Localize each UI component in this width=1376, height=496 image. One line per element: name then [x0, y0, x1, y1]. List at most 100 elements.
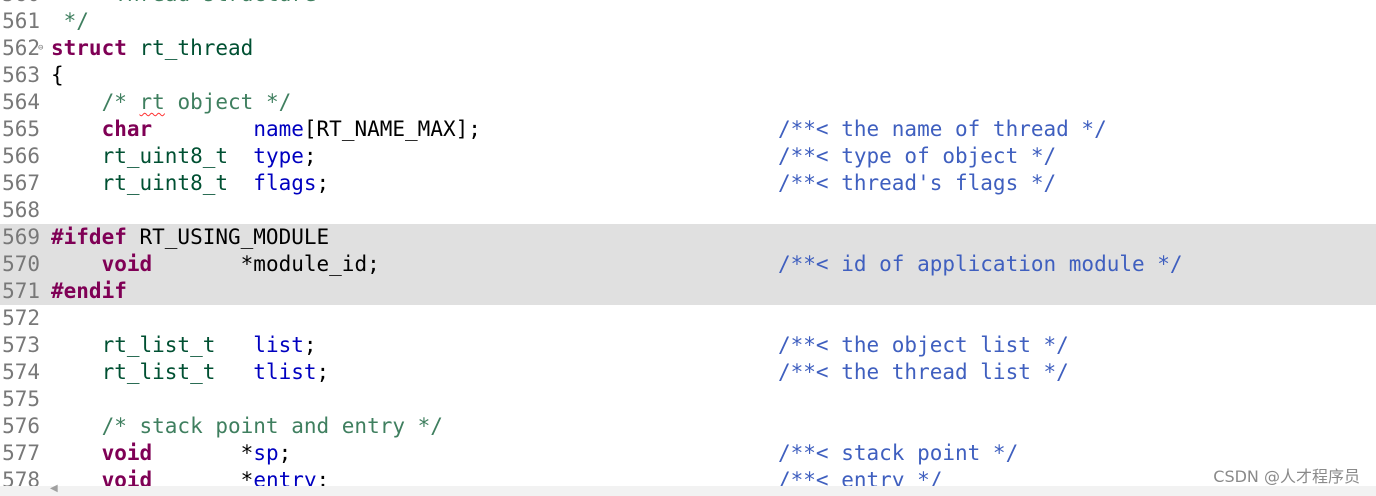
code-text: void *module_id; — [51, 251, 380, 278]
code-token: ; — [303, 144, 317, 168]
line-number: 565 — [2, 117, 40, 141]
code-token: object */ — [164, 90, 292, 114]
scroll-left-icon[interactable]: ◀ — [50, 483, 58, 494]
code-token: ; — [316, 360, 330, 384]
code-line[interactable]: 562⊖ struct rt_thread — [0, 35, 1376, 62]
line-number: 560 — [0, 0, 40, 8]
line-number: 577 — [2, 441, 40, 465]
code-token — [51, 117, 102, 141]
code-line[interactable]: 569 #ifdef RT_USING_MODULE — [0, 224, 1376, 251]
code-token: #ifdef — [51, 225, 127, 249]
code-token: void — [101, 252, 153, 276]
code-token — [51, 0, 89, 6]
code-token: list — [253, 333, 304, 357]
code-token: rt — [139, 90, 165, 114]
code-text: */ — [51, 8, 89, 35]
code-token — [152, 117, 253, 141]
code-line[interactable]: 567 rt_uint8_t flags; /**< thread's flags… — [0, 170, 1376, 197]
code-token: tlist — [253, 360, 317, 384]
code-token: name — [253, 117, 304, 141]
code-token: { — [51, 63, 64, 87]
code-token: #endif — [51, 279, 127, 303]
code-token: ; — [303, 333, 317, 357]
code-line[interactable]: 577 void *sp; /**< stack point */ — [0, 440, 1376, 467]
code-line[interactable]: 571 #endif — [0, 278, 1376, 305]
line-number: 572 — [2, 306, 40, 330]
code-token: rt_list_t — [51, 333, 254, 357]
code-token: rt_uint8_t — [51, 171, 254, 195]
line-number: 576 — [2, 414, 40, 438]
code-token: flags — [253, 171, 317, 195]
line-number: 570 — [2, 252, 40, 276]
code-token: char — [101, 117, 153, 141]
code-line[interactable]: 563 { — [0, 62, 1376, 89]
code-token: /* stack point and entry */ — [51, 414, 443, 438]
line-number: 566 — [2, 144, 40, 168]
line-number: 564 — [2, 90, 40, 114]
code-token: * — [152, 441, 254, 465]
watermark: CSDN @人才程序员 — [1213, 467, 1360, 486]
code-line[interactable]: 564 /* rt object */ — [0, 89, 1376, 116]
code-token: * Thread structure — [89, 0, 317, 6]
code-text: char name[RT_NAME_MAX]; — [51, 116, 481, 143]
code-token: ; — [278, 441, 292, 465]
code-text: #ifdef RT_USING_MODULE — [51, 224, 329, 251]
code-text: struct rt_thread — [51, 35, 253, 62]
code-text: rt_list_t list; — [51, 332, 317, 359]
code-text: { — [51, 62, 64, 89]
code-token: struct — [51, 36, 127, 60]
code-token: type — [253, 144, 304, 168]
line-number: 569 — [2, 225, 40, 249]
doc-comment: /**< the thread list */ — [778, 360, 1069, 384]
line-number: 574 — [2, 360, 40, 384]
code-token: rt_uint8_t — [51, 144, 254, 168]
code-token: RT_USING_MODULE — [126, 225, 330, 249]
line-number: 563 — [2, 63, 40, 87]
code-token: */ — [51, 9, 89, 33]
line-number: 571 — [2, 279, 40, 303]
doc-comment: /**< id of application module */ — [778, 252, 1183, 276]
code-line[interactable]: 568 — [0, 197, 1376, 224]
code-token: [RT_NAME_MAX]; — [303, 117, 481, 141]
doc-comment: /**< type of object */ — [778, 144, 1057, 168]
doc-comment: /**< the name of thread */ — [778, 117, 1107, 141]
code-token: rt_thread — [126, 36, 254, 60]
code-token — [51, 441, 102, 465]
line-number: 568 — [2, 198, 40, 222]
code-line[interactable]: 574 rt_list_t tlist; /**< the thread list… — [0, 359, 1376, 386]
code-line[interactable]: 572 — [0, 305, 1376, 332]
code-token: sp — [253, 441, 279, 465]
doc-comment: /**< stack point */ — [778, 441, 1019, 465]
doc-comment: /**< the object list */ — [778, 333, 1069, 357]
line-number: 562 — [2, 36, 40, 60]
code-line[interactable]: 560 * Thread structure — [0, 0, 1376, 8]
code-token: rt_list_t — [51, 360, 254, 384]
code-text: void *sp; — [51, 440, 292, 467]
code-text: rt_list_t tlist; — [51, 359, 330, 386]
line-number: 561 — [2, 9, 40, 33]
code-line[interactable]: 573 rt_list_t list; /**< the object list … — [0, 332, 1376, 359]
line-number: 567 — [2, 171, 40, 195]
code-line[interactable]: 565 char name[RT_NAME_MAX]; /**< the name… — [0, 116, 1376, 143]
code-text: /* rt object */ — [51, 89, 292, 116]
line-number: 573 — [2, 333, 40, 357]
code-token — [51, 252, 102, 276]
code-line[interactable]: 566 rt_uint8_t type; /**< type of object … — [0, 143, 1376, 170]
line-number: 575 — [2, 387, 40, 411]
code-text: rt_uint8_t flags; — [51, 170, 330, 197]
code-line[interactable]: 576 /* stack point and entry */ — [0, 413, 1376, 440]
code-line[interactable]: 561 */ — [0, 8, 1376, 35]
code-line[interactable]: 570 void *module_id; /**< id of applicati… — [0, 251, 1376, 278]
code-text: /* stack point and entry */ — [51, 413, 443, 440]
horizontal-scrollbar[interactable]: ◀ — [0, 483, 1376, 496]
fold-collapse-icon[interactable]: ⊖ — [38, 43, 44, 53]
code-token: /* — [51, 90, 140, 114]
code-text: * Thread structure — [51, 0, 317, 8]
code-text: #endif — [51, 278, 127, 305]
code-token: ; — [316, 171, 330, 195]
code-line[interactable]: 575 — [0, 386, 1376, 413]
doc-comment: /**< thread's flags */ — [778, 171, 1057, 195]
code-text: rt_uint8_t type; — [51, 143, 317, 170]
code-token: void — [101, 441, 153, 465]
